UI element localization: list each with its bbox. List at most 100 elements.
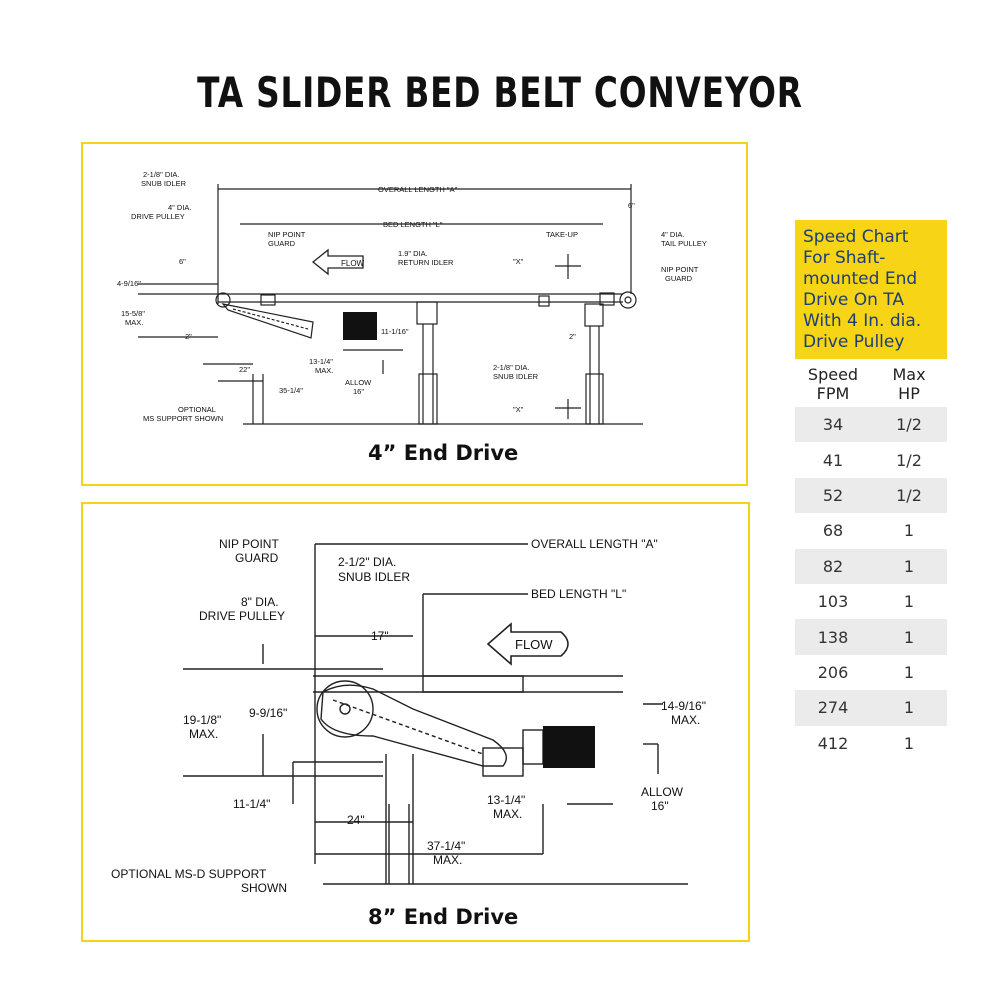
cell-fpm: 82 [822, 556, 844, 576]
motor-shape [343, 312, 377, 340]
dim-13-1-4-label-1: 13-1/4" [309, 357, 333, 366]
cell-fpm: 138 [817, 627, 849, 647]
column-max-hp-line: HP [898, 384, 920, 403]
tail-pulley-label-2: TAIL PULLEY [661, 239, 707, 248]
diagram-4in-end-drive: FLOW 2-1/8" DIA. SNUB IDLER 4" DIA. DRIV… [81, 142, 748, 486]
support-label-1: OPTIONAL [178, 405, 216, 414]
flow-8in-label: FLOW [515, 637, 553, 652]
cell-hp: 1 [903, 556, 915, 576]
dim-14-9-16-label-2: MAX. [671, 713, 700, 727]
return-idler-label-2: RETURN IDLER [398, 258, 454, 267]
table-row: 68 1 [795, 513, 947, 548]
cell-fpm: 103 [817, 592, 849, 612]
bed-length-label: BED LENGTH "L" [383, 220, 443, 229]
dim-37-1-4-label-1: 37-1/4" [427, 839, 465, 853]
dim-15-5-8-label-2: MAX. [125, 318, 143, 327]
diagram-4in-drawing: FLOW 2-1/8" DIA. SNUB IDLER 4" DIA. DRIV… [117, 170, 707, 425]
flow-arrow-icon [311, 248, 364, 276]
diagram-8in-end-drive: FLOW NIP POINT GUARD OVERALL LENGTH "A" … [81, 502, 750, 942]
dim-24-label: 24" [347, 813, 365, 827]
cell-hp: 1 [903, 733, 915, 753]
dim-19-1-8-label-2: MAX. [189, 727, 218, 741]
cell-hp: 1 [903, 627, 915, 647]
allow-16-label-1: ALLOW [345, 378, 372, 387]
drive-pulley-label-2: DRIVE PULLEY [131, 212, 185, 221]
table-row: 138 1 [795, 619, 947, 655]
drive-pulley-shape [215, 292, 231, 308]
speed-chart: Speed Chart For Shaft- mounted End Drive… [795, 220, 947, 761]
dim-2-left-label: 2" [185, 332, 192, 341]
table-row: 103 1 [795, 584, 947, 619]
dim-11-1-4-label: 11-1/4" [233, 797, 270, 811]
table-row: 82 1 [795, 548, 947, 584]
return-idler-label-1: 1.9" DIA. [398, 249, 428, 258]
dim-4-9-16-label: 4-9/16" [117, 279, 141, 288]
dim-17-label: 17" [371, 629, 389, 643]
dim-37-1-4-label-2: MAX. [433, 853, 462, 867]
speed-chart-header-line: Drive Pulley [803, 332, 905, 352]
dim-19-1-8-label-1: 19-1/8" [183, 713, 221, 727]
nip-guard-left-label-1: NIP POINT [268, 230, 306, 239]
nip-guard-left-label-2: GUARD [268, 239, 296, 248]
cell-fpm: 274 [817, 698, 849, 718]
speed-chart-header-line: With 4 In. dia. [803, 311, 922, 331]
cell-hp: 1/2 [896, 485, 922, 505]
speed-chart-header-line: Speed Chart [803, 227, 909, 247]
allow-16-8in-label-2: 16" [651, 799, 669, 813]
drive-pulley-8in-label-2: DRIVE PULLEY [199, 609, 285, 623]
speed-chart-header: Speed Chart For Shaft- mounted End Drive… [795, 220, 947, 359]
flow-label: FLOW [341, 259, 365, 268]
cell-fpm: 52 [822, 485, 844, 505]
support-8in-label-2: SHOWN [241, 881, 287, 895]
motor-8in-shape [543, 726, 595, 768]
dim-13-1-4-8in-label-2: MAX. [493, 807, 522, 821]
cell-fpm: 412 [817, 733, 849, 753]
snub-idler-8in-label-2: SNUB IDLER [338, 570, 410, 584]
column-speed-fpm-line: FPM [816, 384, 850, 403]
diagram-8in-drawing: FLOW NIP POINT GUARD OVERALL LENGTH "A" … [111, 537, 706, 895]
drive-pulley-label-1: 4" DIA. [168, 203, 192, 212]
dim-14-9-16-label-1: 14-9/16" [661, 699, 706, 713]
diagram-8in-caption: 8” End Drive [368, 905, 519, 929]
x-bottom-label: "X" [513, 405, 524, 414]
dim-9-9-16-label: 9-9/16" [249, 706, 287, 720]
column-max-hp-line: Max [892, 365, 926, 384]
dim-2-right-label: 2" [569, 332, 576, 341]
table-row: 412 1 [795, 726, 947, 761]
dim-35-1-4-label: 35-1/4" [279, 386, 303, 395]
speed-chart-header-line: mounted End [803, 269, 918, 289]
snub-idler-bottom-label-2: SNUB IDLER [493, 372, 539, 381]
cell-hp: 1 [903, 592, 915, 612]
support-label-2: MS SUPPORT SHOWN [143, 414, 223, 423]
column-max-hp: Max HP [871, 365, 947, 407]
cell-hp: 1 [903, 521, 915, 541]
column-speed-fpm: Speed FPM [795, 365, 871, 407]
cell-fpm: 68 [822, 521, 844, 541]
column-speed-fpm-line: Speed [807, 365, 859, 384]
page-title: TA SLIDER BED BELT CONVEYOR [197, 68, 803, 117]
nip-guard-right-label-1: NIP POINT [661, 265, 699, 274]
cell-fpm: 206 [817, 662, 849, 682]
cell-fpm: 41 [822, 450, 844, 470]
allow-16-8in-label-1: ALLOW [641, 785, 684, 799]
flow-arrow-8in-icon [486, 622, 569, 666]
tail-pulley-shape [619, 291, 637, 309]
drive-pulley-8in-label-1: 8" DIA. [241, 595, 279, 609]
nip-guard-right-label-2: GUARD [665, 274, 693, 283]
snub-idler-label-2: SNUB IDLER [141, 179, 187, 188]
cell-hp: 1/2 [896, 415, 922, 435]
table-row: 274 1 [795, 690, 947, 726]
speed-chart-header-line: Drive On TA [803, 290, 904, 310]
cell-hp: 1 [903, 698, 915, 718]
snub-idler-bottom-label-1: 2-1/8" DIA. [493, 363, 529, 372]
dim-6-left-label: 6" [179, 257, 186, 266]
dim-13-1-4-8in-label-1: 13-1/4" [487, 793, 525, 807]
overall-length-8in-label: OVERALL LENGTH "A" [531, 537, 658, 551]
overall-length-label: OVERALL LENGTH "A" [378, 185, 458, 194]
diagram-4in-caption: 4” End Drive [368, 441, 519, 465]
speed-chart-columns: Speed FPM Max HP [795, 359, 947, 407]
